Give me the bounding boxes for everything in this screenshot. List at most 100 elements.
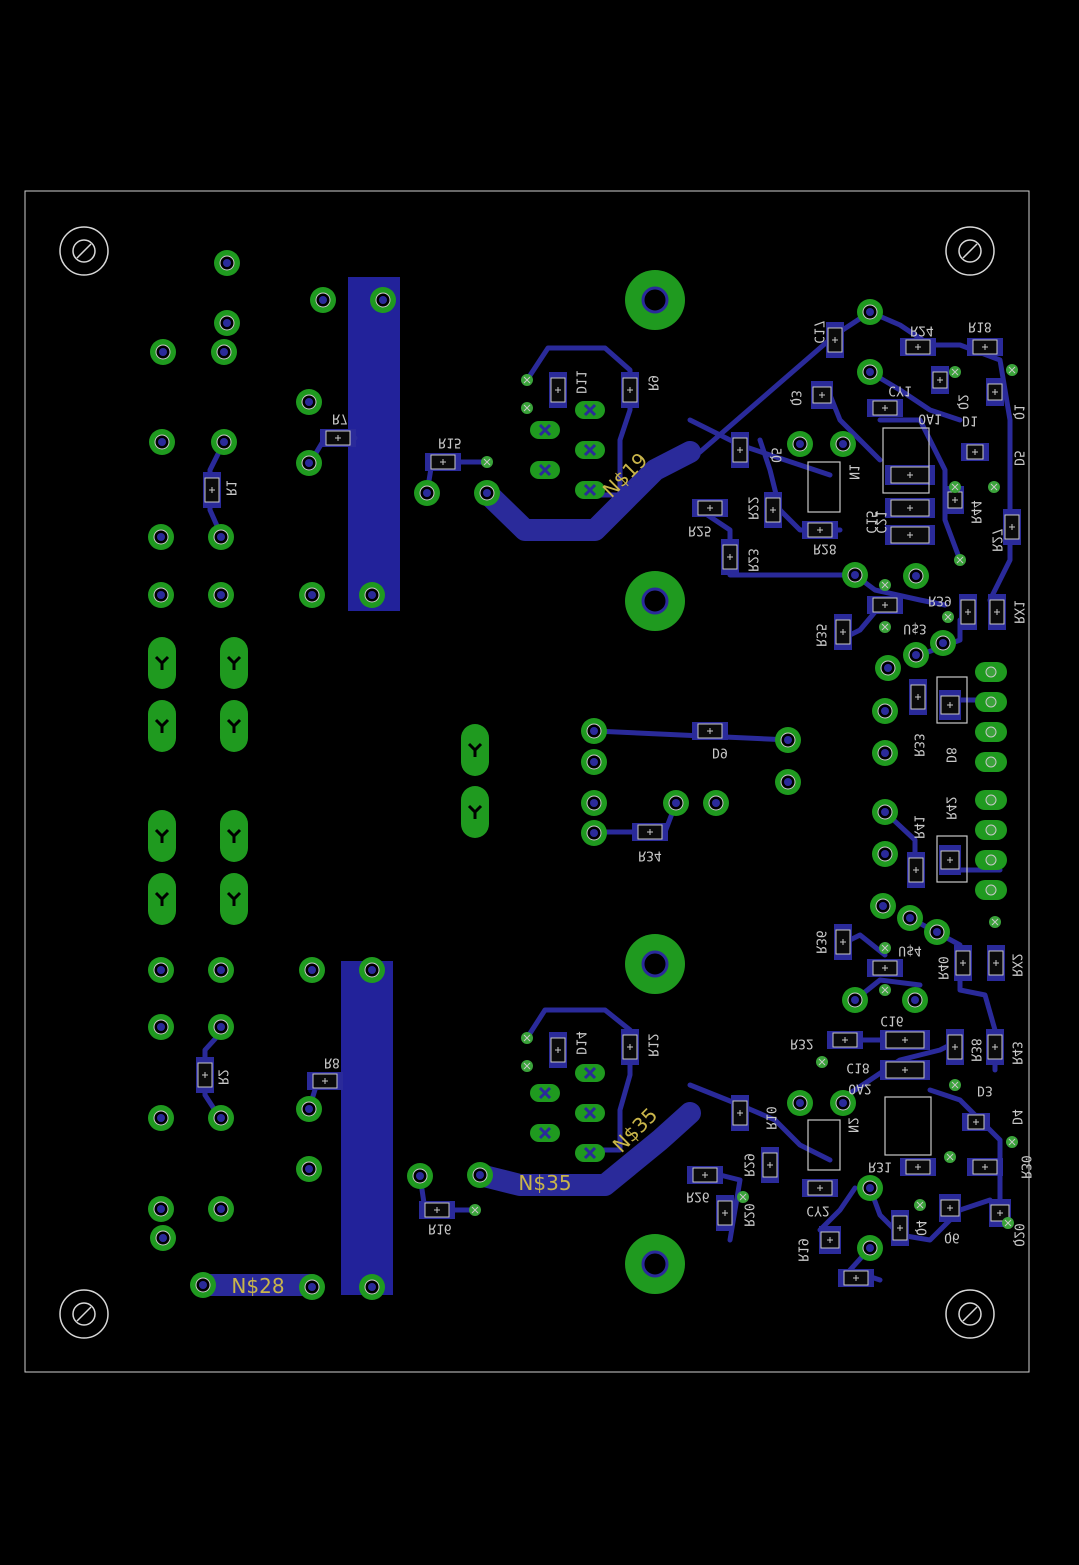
via — [988, 481, 1000, 493]
via — [481, 456, 493, 468]
smd-part — [987, 945, 1005, 981]
component-label: U$3 — [903, 621, 926, 636]
header-pin — [975, 692, 1007, 712]
component-label: OA2 — [848, 1081, 871, 1096]
component-label: R31 — [868, 1159, 891, 1174]
pad — [703, 790, 729, 816]
pad — [414, 480, 440, 506]
component-label: R1 — [223, 480, 238, 496]
board-outline — [24, 190, 1030, 1373]
smd-part — [939, 1194, 961, 1222]
component-label: D11 — [573, 370, 588, 393]
component-label: Q6 — [944, 1230, 960, 1245]
smd-part — [867, 959, 903, 977]
component-label: R27 — [989, 528, 1004, 551]
via — [521, 402, 533, 414]
smd-part — [885, 498, 935, 518]
component-label: Q3 — [788, 390, 803, 406]
smd-part — [716, 1195, 734, 1231]
pad — [897, 905, 923, 931]
through-hole-pads — [148, 250, 1007, 1300]
oval-pad — [148, 637, 176, 689]
oval-pad — [220, 700, 248, 752]
smd-part — [967, 338, 1003, 356]
component-label: N1 — [846, 464, 861, 480]
pad — [149, 429, 175, 455]
smd-part — [880, 1060, 930, 1080]
pad — [299, 1274, 325, 1300]
smd-part — [959, 594, 977, 630]
net-label: N$28 — [231, 1274, 284, 1298]
pad — [872, 740, 898, 766]
component-label: CY2 — [806, 1203, 829, 1218]
component-label: D8 — [943, 747, 958, 763]
pin-pad — [530, 1084, 560, 1102]
pad — [467, 1162, 493, 1188]
component-label: C16 — [880, 1013, 903, 1028]
pad — [359, 582, 385, 608]
pad — [872, 841, 898, 867]
component-label: OA1 — [918, 411, 941, 426]
pad — [208, 1196, 234, 1222]
pad — [924, 919, 950, 945]
component-label: R39 — [928, 593, 951, 608]
smd-part — [834, 614, 852, 650]
component-label: R30 — [1018, 1155, 1033, 1178]
smd-part — [764, 492, 782, 528]
component-label: R28 — [813, 541, 836, 556]
via — [1006, 364, 1018, 376]
smd-part — [687, 1166, 723, 1184]
pad — [474, 480, 500, 506]
copper-bars — [341, 277, 400, 1295]
smd-part — [203, 472, 221, 508]
smd-part — [731, 432, 749, 468]
pad — [663, 790, 689, 816]
component-label: CY1 — [888, 383, 911, 398]
pad — [214, 310, 240, 336]
via — [879, 579, 891, 591]
pin-pad — [530, 461, 560, 479]
pad — [903, 563, 929, 589]
smd-part — [909, 679, 927, 715]
pad — [581, 820, 607, 846]
via — [944, 1151, 956, 1163]
component-label: R35 — [813, 623, 828, 646]
smd-part — [761, 1147, 779, 1183]
component-label: Q1 — [1011, 404, 1026, 420]
component-label: C21 — [873, 510, 888, 533]
smd-part — [425, 453, 461, 471]
pad — [842, 987, 868, 1013]
smd-part — [549, 1032, 567, 1068]
header-pin — [975, 722, 1007, 742]
via — [521, 1060, 533, 1072]
pad — [902, 987, 928, 1013]
component-label: R7 — [332, 411, 348, 426]
pad — [775, 769, 801, 795]
component-label: RX1 — [1011, 600, 1026, 623]
header-pin — [975, 752, 1007, 772]
smd-part — [834, 924, 852, 960]
via — [949, 1079, 961, 1091]
component-label: R44 — [968, 500, 983, 524]
pad — [359, 1274, 385, 1300]
pad — [870, 893, 896, 919]
component-label: Q5 — [768, 447, 783, 463]
wide-traces — [192, 441, 701, 1296]
component-label: Q4 — [913, 1220, 928, 1236]
smd-part — [931, 366, 949, 394]
pad — [150, 1225, 176, 1251]
pad — [296, 389, 322, 415]
component-label: C18 — [846, 1060, 869, 1075]
net-labels: N$19N$35N$35N$28 — [231, 448, 662, 1298]
smd-part — [907, 852, 925, 888]
oval-pad — [220, 873, 248, 925]
via — [954, 554, 966, 566]
smd-part — [986, 378, 1004, 406]
component-label: C17 — [811, 320, 826, 343]
pad — [581, 749, 607, 775]
pad — [872, 799, 898, 825]
pad — [208, 582, 234, 608]
